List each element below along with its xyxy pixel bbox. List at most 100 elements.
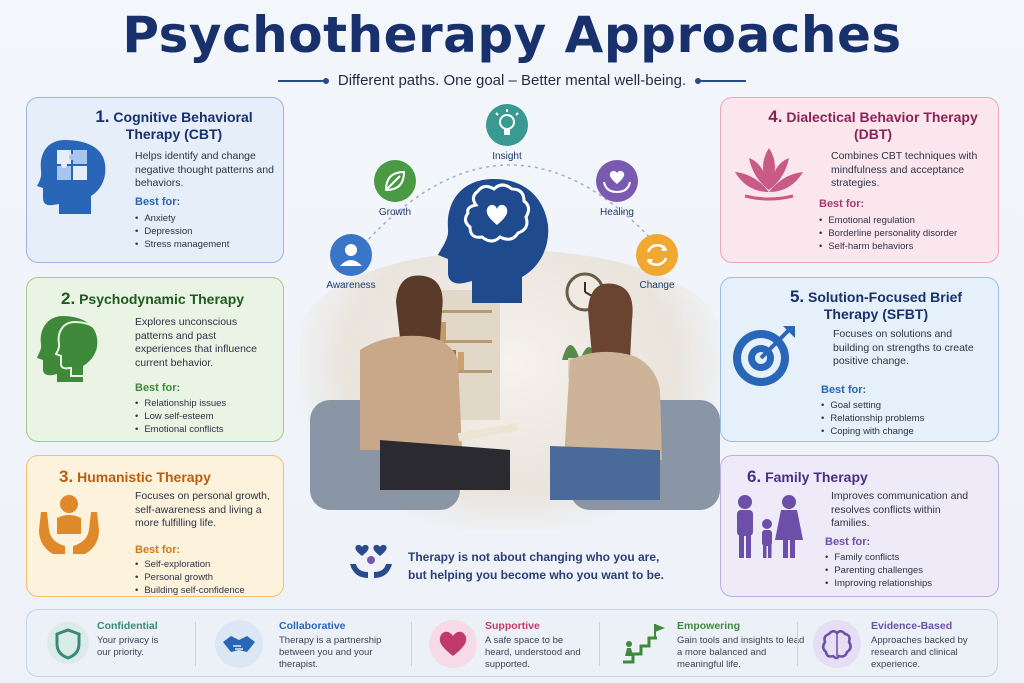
feature-description: Therapy is a partnership between you and… <box>279 635 382 670</box>
card-title: 1. Cognitive Behavioral Therapy (CBT) <box>69 108 279 143</box>
growth-leaf-icon <box>374 160 416 202</box>
subtitle: Different paths. One goal – Better menta… <box>337 72 687 89</box>
card-number: 2. <box>61 289 76 308</box>
card-number: 6. <box>747 467 762 486</box>
shield-icon <box>47 622 89 664</box>
arc-label-change: Change <box>639 280 675 291</box>
feature-empowering: Empowering Gain tools and insights to le… <box>617 610 807 678</box>
card-title-text: Psychodynamic Therapy <box>79 291 245 307</box>
card-description: Combines CBT techniques with mindfulness… <box>831 150 978 189</box>
features-bar: Confidential Your privacy is our priorit… <box>26 609 998 677</box>
arc-label-growth: Growth <box>378 207 412 218</box>
feature-supportive: Supportive A safe space to be heard, und… <box>427 610 597 678</box>
card-psychodynamic: 2. Psychodynamic Therapy Explores uncons… <box>26 277 284 442</box>
list-item: Improving relationships <box>825 577 932 590</box>
list-item: Family conflicts <box>825 551 932 564</box>
feature-title: Collaborative <box>279 620 346 632</box>
healing-hands-heart-icon <box>596 160 638 202</box>
card-title: 3. Humanistic Therapy <box>59 468 279 486</box>
card-description: Focuses on personal growth, self-awarene… <box>135 490 270 529</box>
card-description: Explores unconscious patterns and past e… <box>135 316 257 369</box>
page-title: Psychotherapy Approaches <box>122 6 902 64</box>
feature-divider <box>797 622 798 666</box>
best-for-list: Family conflicts Parenting challenges Im… <box>825 551 932 590</box>
best-for-list: Anxiety Depression Stress management <box>135 212 229 251</box>
card-family: 6. Family Therapy Improves communication… <box>720 455 999 597</box>
profile-heads-icon <box>35 312 105 389</box>
card-title: 4. Dialectical Behavior Therapy (DBT) <box>753 108 993 143</box>
feature-title: Empowering <box>677 620 741 632</box>
feature-description: Approaches backed by research and clinic… <box>871 635 968 670</box>
card-dbt: 4. Dialectical Behavior Therapy (DBT) Co… <box>720 97 999 263</box>
quote-line-1: Therapy is not about changing who you ar… <box>408 550 660 564</box>
feature-collaborative: Collaborative Therapy is a partnership b… <box>213 610 413 678</box>
card-number: 4. <box>768 107 783 126</box>
list-item: Self-harm behaviors <box>819 240 957 253</box>
brain-icon <box>813 620 861 668</box>
card-humanistic: 3. Humanistic Therapy Focuses on persona… <box>26 455 284 597</box>
therapy-scene-svg <box>310 272 720 510</box>
feature-evidence-based: Evidence-Based Approaches backed by rese… <box>811 610 991 678</box>
awareness-node-icon <box>330 234 372 276</box>
best-for-list: Emotional regulation Borderline personal… <box>819 214 957 253</box>
best-for-label: Best for: <box>135 544 181 556</box>
best-for-list: Self-exploration Personal growth Buildin… <box>135 558 244 596</box>
list-item: Building self-confidence <box>135 584 244 596</box>
best-for-label: Best for: <box>821 384 867 396</box>
card-title-text: Cognitive Behavioral Therapy (CBT) <box>113 109 253 142</box>
feature-title: Supportive <box>485 620 540 632</box>
card-number: 3. <box>59 467 74 486</box>
feature-description: Gain tools and insights to lead a more b… <box>677 635 805 670</box>
arc-label-insight: Insight <box>492 151 522 162</box>
subtitle-divider-right <box>695 77 747 84</box>
feature-confidential: Confidential Your privacy is our priorit… <box>43 610 213 678</box>
card-cbt: 1. Cognitive Behavioral Therapy (CBT) He… <box>26 97 284 263</box>
best-for-label: Best for: <box>819 198 865 210</box>
list-item: Depression <box>135 225 229 238</box>
brain-heart-head-icon <box>436 175 554 312</box>
hands-person-icon <box>37 490 101 561</box>
card-title-text: Family Therapy <box>765 469 868 485</box>
quote-line-2: but helping you become who you want to b… <box>408 568 665 582</box>
arc-label-awareness: Awareness <box>326 280 376 291</box>
insight-lightbulb-icon <box>486 104 528 146</box>
feature-divider <box>195 622 196 666</box>
list-item: Relationship issues <box>135 397 226 410</box>
quote: Therapy is not about changing who you ar… <box>408 548 664 584</box>
best-for-label: Best for: <box>135 196 181 208</box>
list-item: Parenting challenges <box>825 564 932 577</box>
card-title: 2. Psychodynamic Therapy <box>61 290 281 308</box>
list-item: Borderline personality disorder <box>819 227 957 240</box>
feature-description: Your privacy is our priority. <box>97 635 159 658</box>
family-icon <box>731 494 807 565</box>
card-title-text: Dialectical Behavior Therapy (DBT) <box>786 109 978 142</box>
card-title-text: Humanistic Therapy <box>77 469 211 485</box>
best-for-label: Best for: <box>825 536 871 548</box>
therapy-session-illustration <box>300 250 720 530</box>
card-description: Improves communication and resolves conf… <box>831 490 969 529</box>
heart-icon <box>429 620 477 668</box>
card-sfbt: 5. Solution-Focused Brief Therapy (SFBT)… <box>720 277 999 442</box>
card-description: Focuses on solutions and building on str… <box>833 328 974 367</box>
card-title-text: Solution-Focused Brief Therapy (SFBT) <box>808 289 963 322</box>
hands-hearts-icon <box>348 542 394 587</box>
list-item: Stress management <box>135 238 229 251</box>
lotus-icon <box>731 144 807 207</box>
list-item: Anxiety <box>135 212 229 225</box>
list-item: Goal setting <box>821 399 924 412</box>
growth-arc <box>349 164 671 261</box>
card-number: 5. <box>789 287 805 306</box>
feature-title: Confidential <box>97 620 158 632</box>
list-item: Emotional conflicts <box>135 423 226 436</box>
arc-label-healing: Healing <box>600 207 634 218</box>
subtitle-row: Different paths. One goal – Better menta… <box>0 72 1024 89</box>
best-for-label: Best for: <box>135 382 181 394</box>
handshake-icon <box>215 620 263 668</box>
feature-divider <box>599 622 600 666</box>
best-for-list: Relationship issues Low self-esteem Emot… <box>135 397 226 436</box>
puzzle-head-icon <box>35 136 109 221</box>
list-item: Relationship problems <box>821 412 924 425</box>
change-cycle-icon <box>636 234 678 276</box>
feature-divider <box>411 622 412 666</box>
card-title: 6. Family Therapy <box>747 468 987 486</box>
